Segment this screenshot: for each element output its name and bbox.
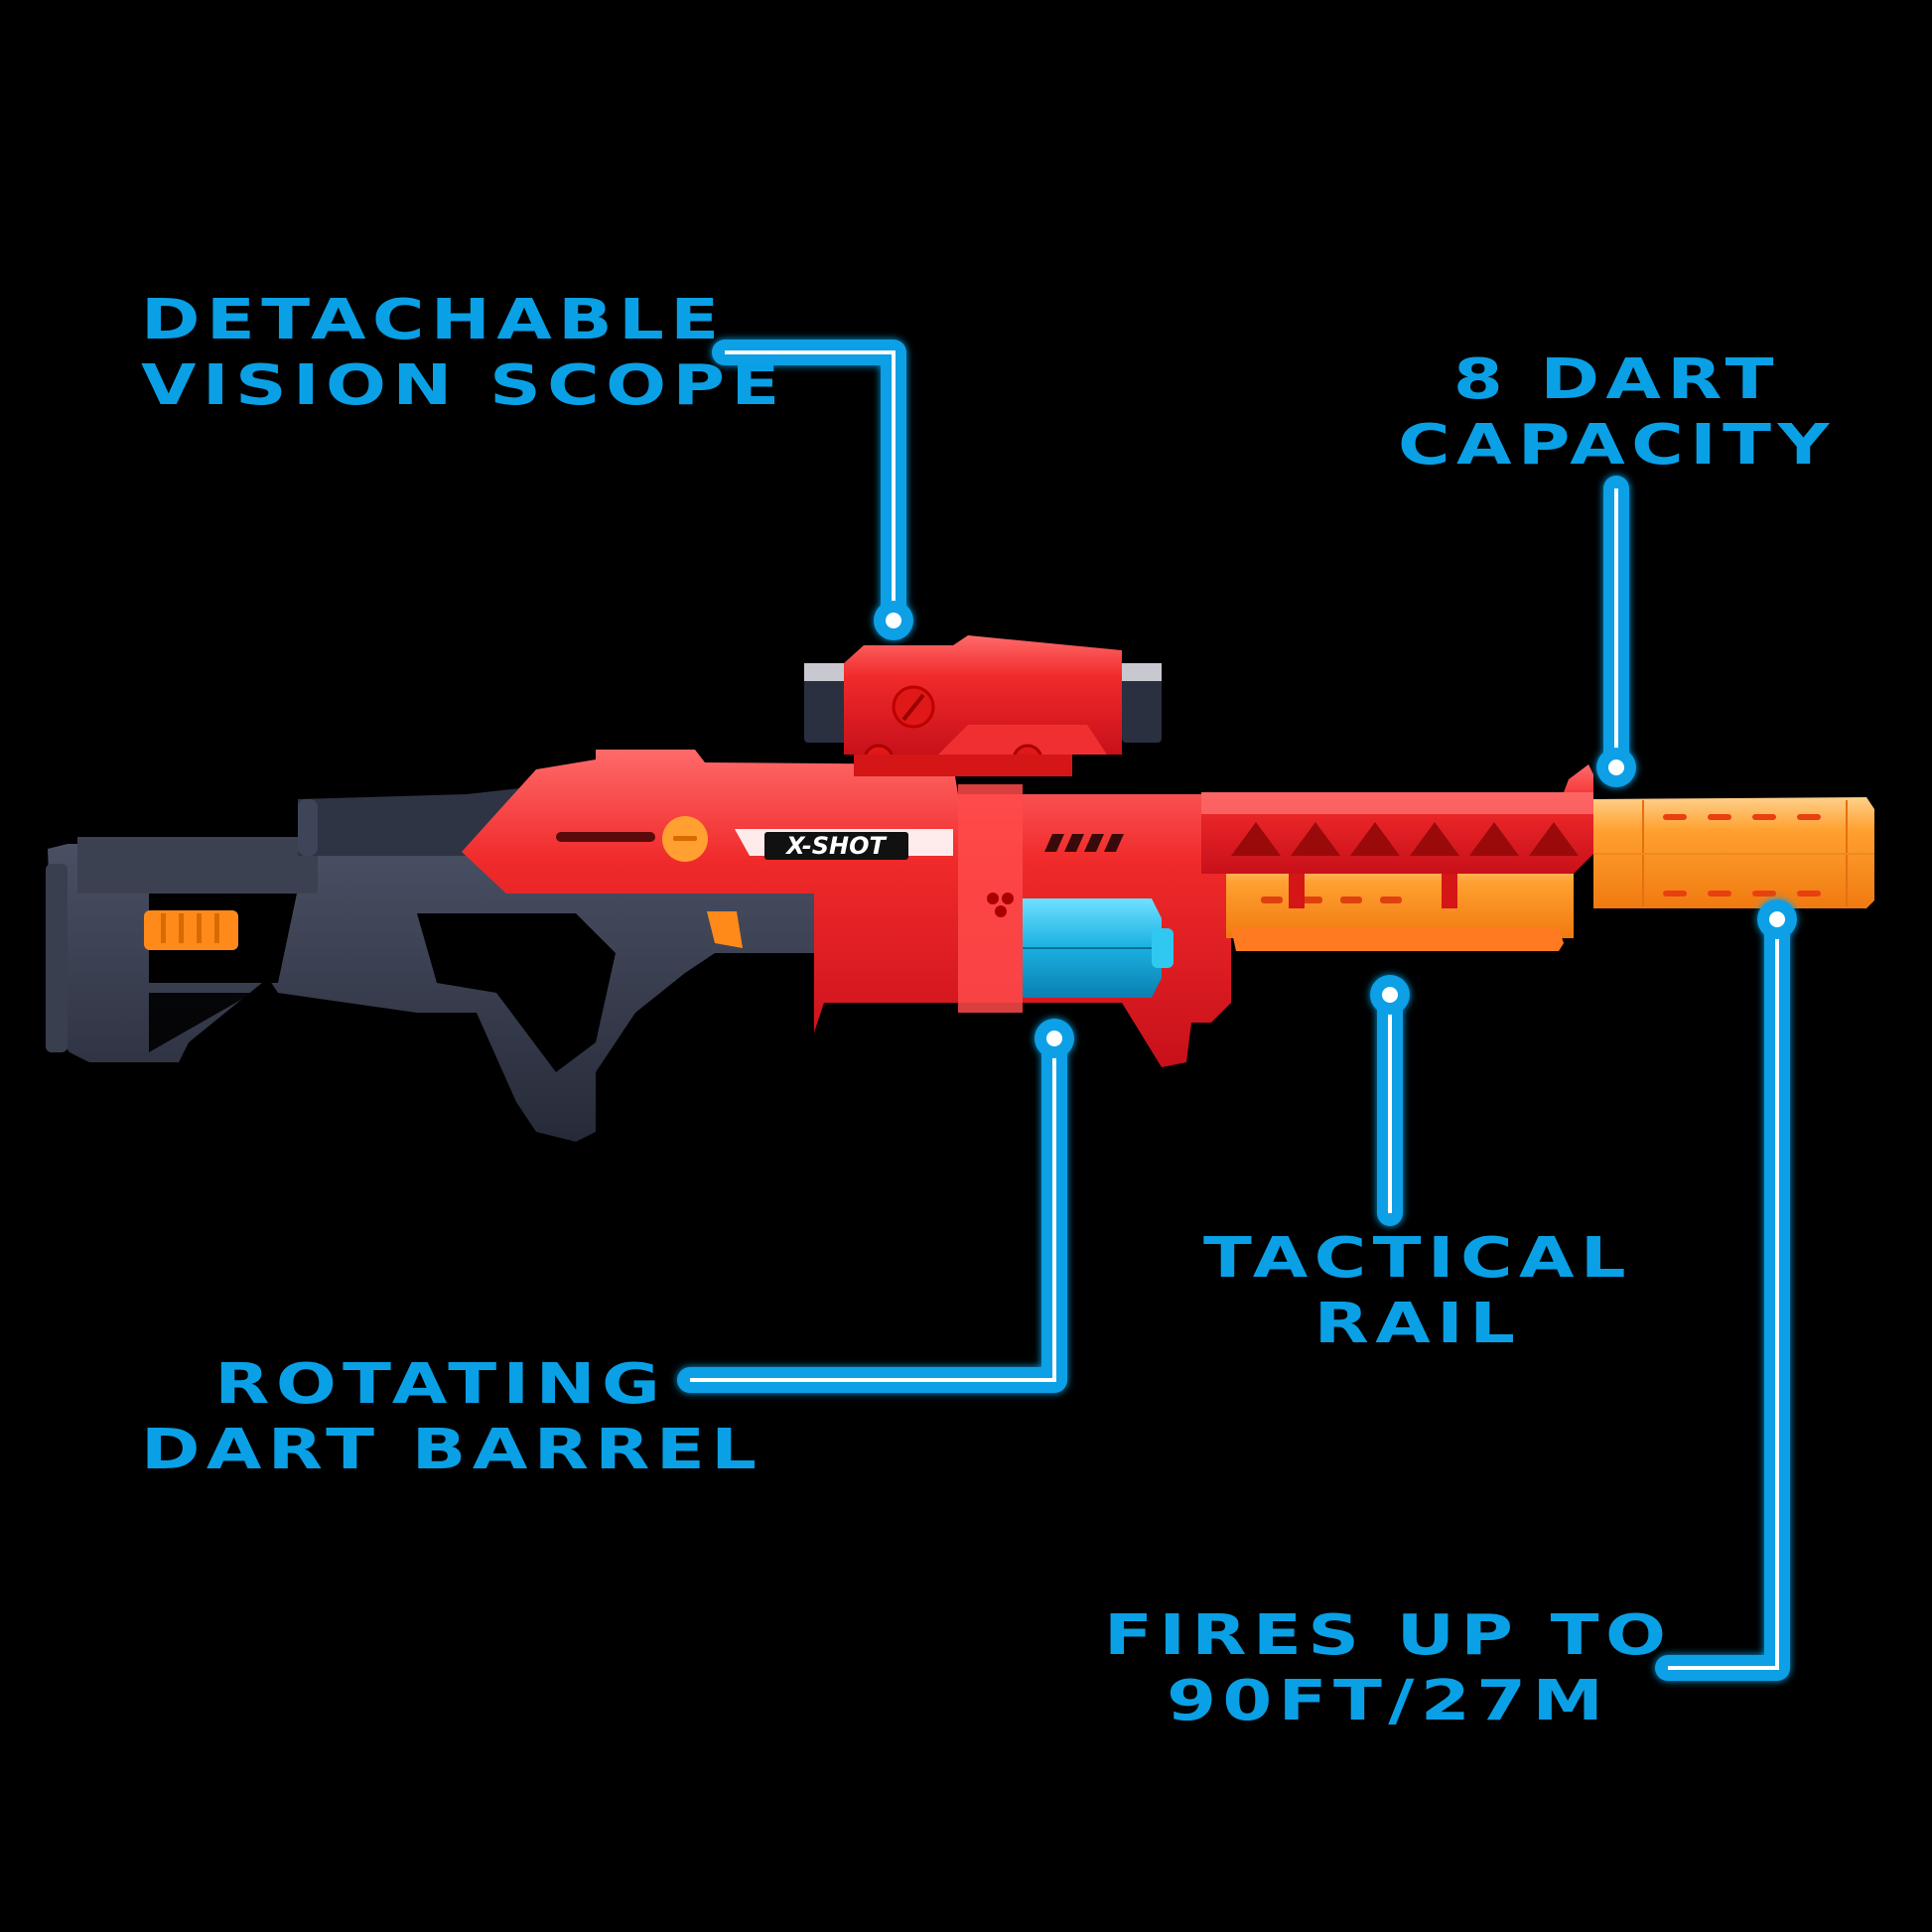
label-detachable-vision-scope: DETACHABLE VISION SCOPE (141, 288, 786, 419)
label-line: DART BARREL (141, 1418, 763, 1482)
label-line: CAPACITY (1398, 413, 1836, 478)
barrel (1593, 797, 1874, 908)
label-line: ROTATING (214, 1352, 667, 1417)
label-line: FIRES UP TO (1104, 1603, 1673, 1668)
label-rotating-dart-barrel: ROTATING DART BARREL (141, 1352, 762, 1483)
brand-logo: X-SHOT (784, 832, 887, 860)
label-line: TACTICAL (1203, 1226, 1632, 1291)
label-line: 8 DART (1452, 347, 1780, 412)
label-line: 90FT/27M (1167, 1669, 1610, 1733)
upper-rail (1201, 764, 1593, 908)
label-tactical-rail: TACTICAL RAIL (1203, 1226, 1632, 1357)
label-line: RAIL (1313, 1292, 1522, 1356)
vision-scope (804, 635, 1162, 776)
label-8-dart-capacity: 8 DART CAPACITY (1398, 347, 1836, 479)
label-line: VISION SCOPE (141, 353, 786, 418)
rotating-drum (1023, 898, 1173, 998)
stock (46, 784, 814, 1142)
label-fires-up-to-90ft: FIRES UP TO 90FT/27M (1104, 1603, 1672, 1734)
label-line: DETACHABLE (141, 288, 726, 352)
